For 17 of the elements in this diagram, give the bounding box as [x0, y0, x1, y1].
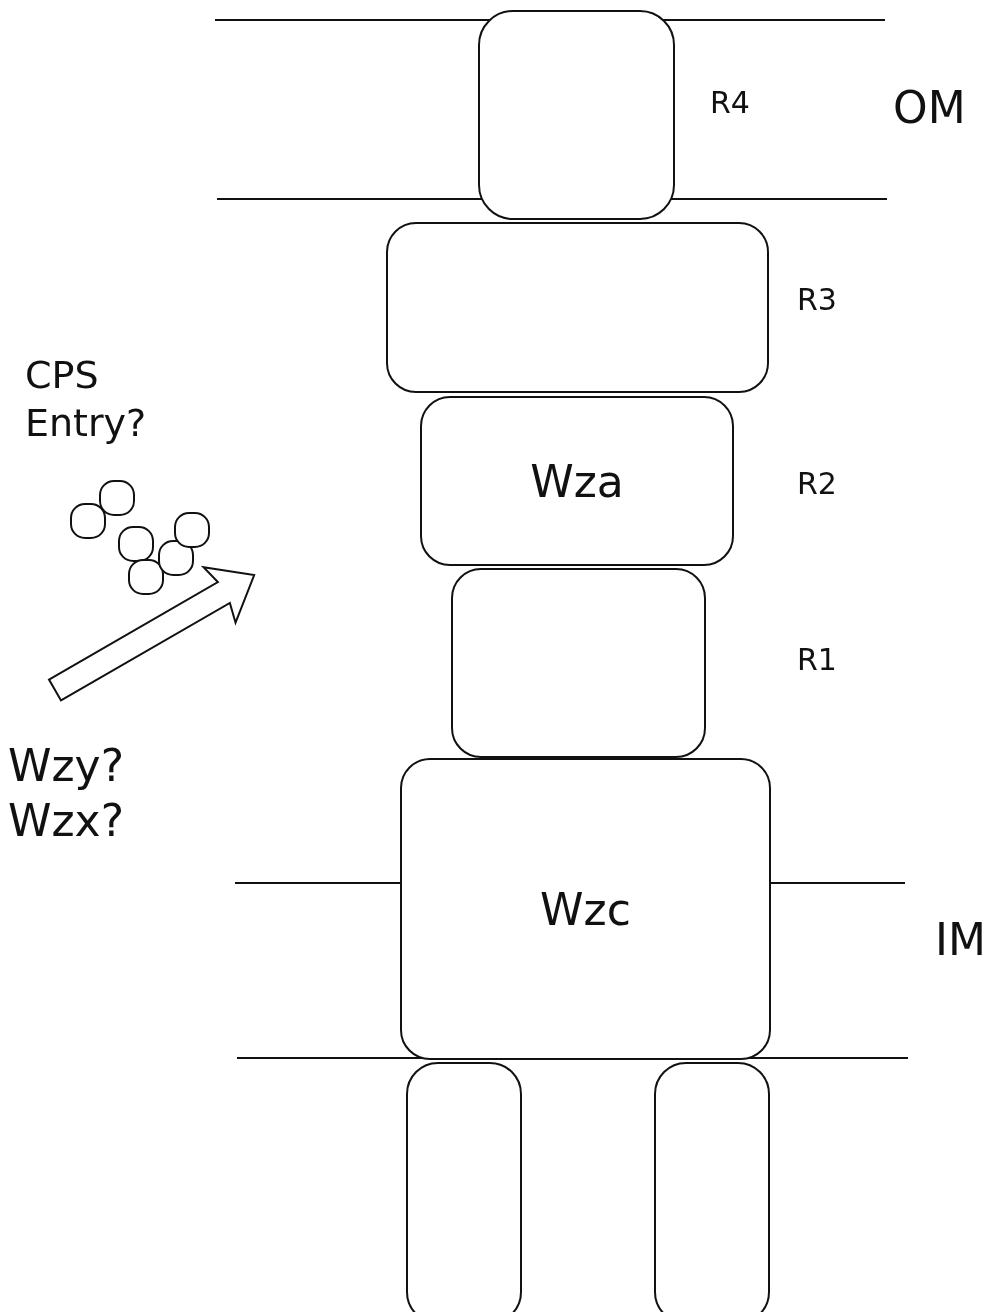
- protein-domain-box: [478, 10, 675, 220]
- annotation-text: CPS Entry?: [25, 352, 148, 447]
- region-label: R3: [797, 282, 837, 317]
- membrane-label: IM: [935, 913, 987, 967]
- protein-domain-box: [654, 1062, 770, 1312]
- region-label: R4: [710, 85, 750, 120]
- protein-domain-box: [451, 568, 706, 758]
- protein-name: Wzc: [540, 883, 631, 935]
- protein-domain-box: [406, 1062, 522, 1312]
- membrane-label: OM: [893, 81, 967, 135]
- protein-domain-box: [400, 758, 771, 1060]
- region-label: R1: [797, 642, 837, 677]
- region-label: R2: [797, 466, 837, 501]
- protein-name: Wza: [530, 455, 624, 507]
- annotation-text: Wzy? Wzx?: [8, 739, 125, 848]
- protein-domain-box: [420, 396, 734, 566]
- protein-domain-box: [386, 222, 769, 393]
